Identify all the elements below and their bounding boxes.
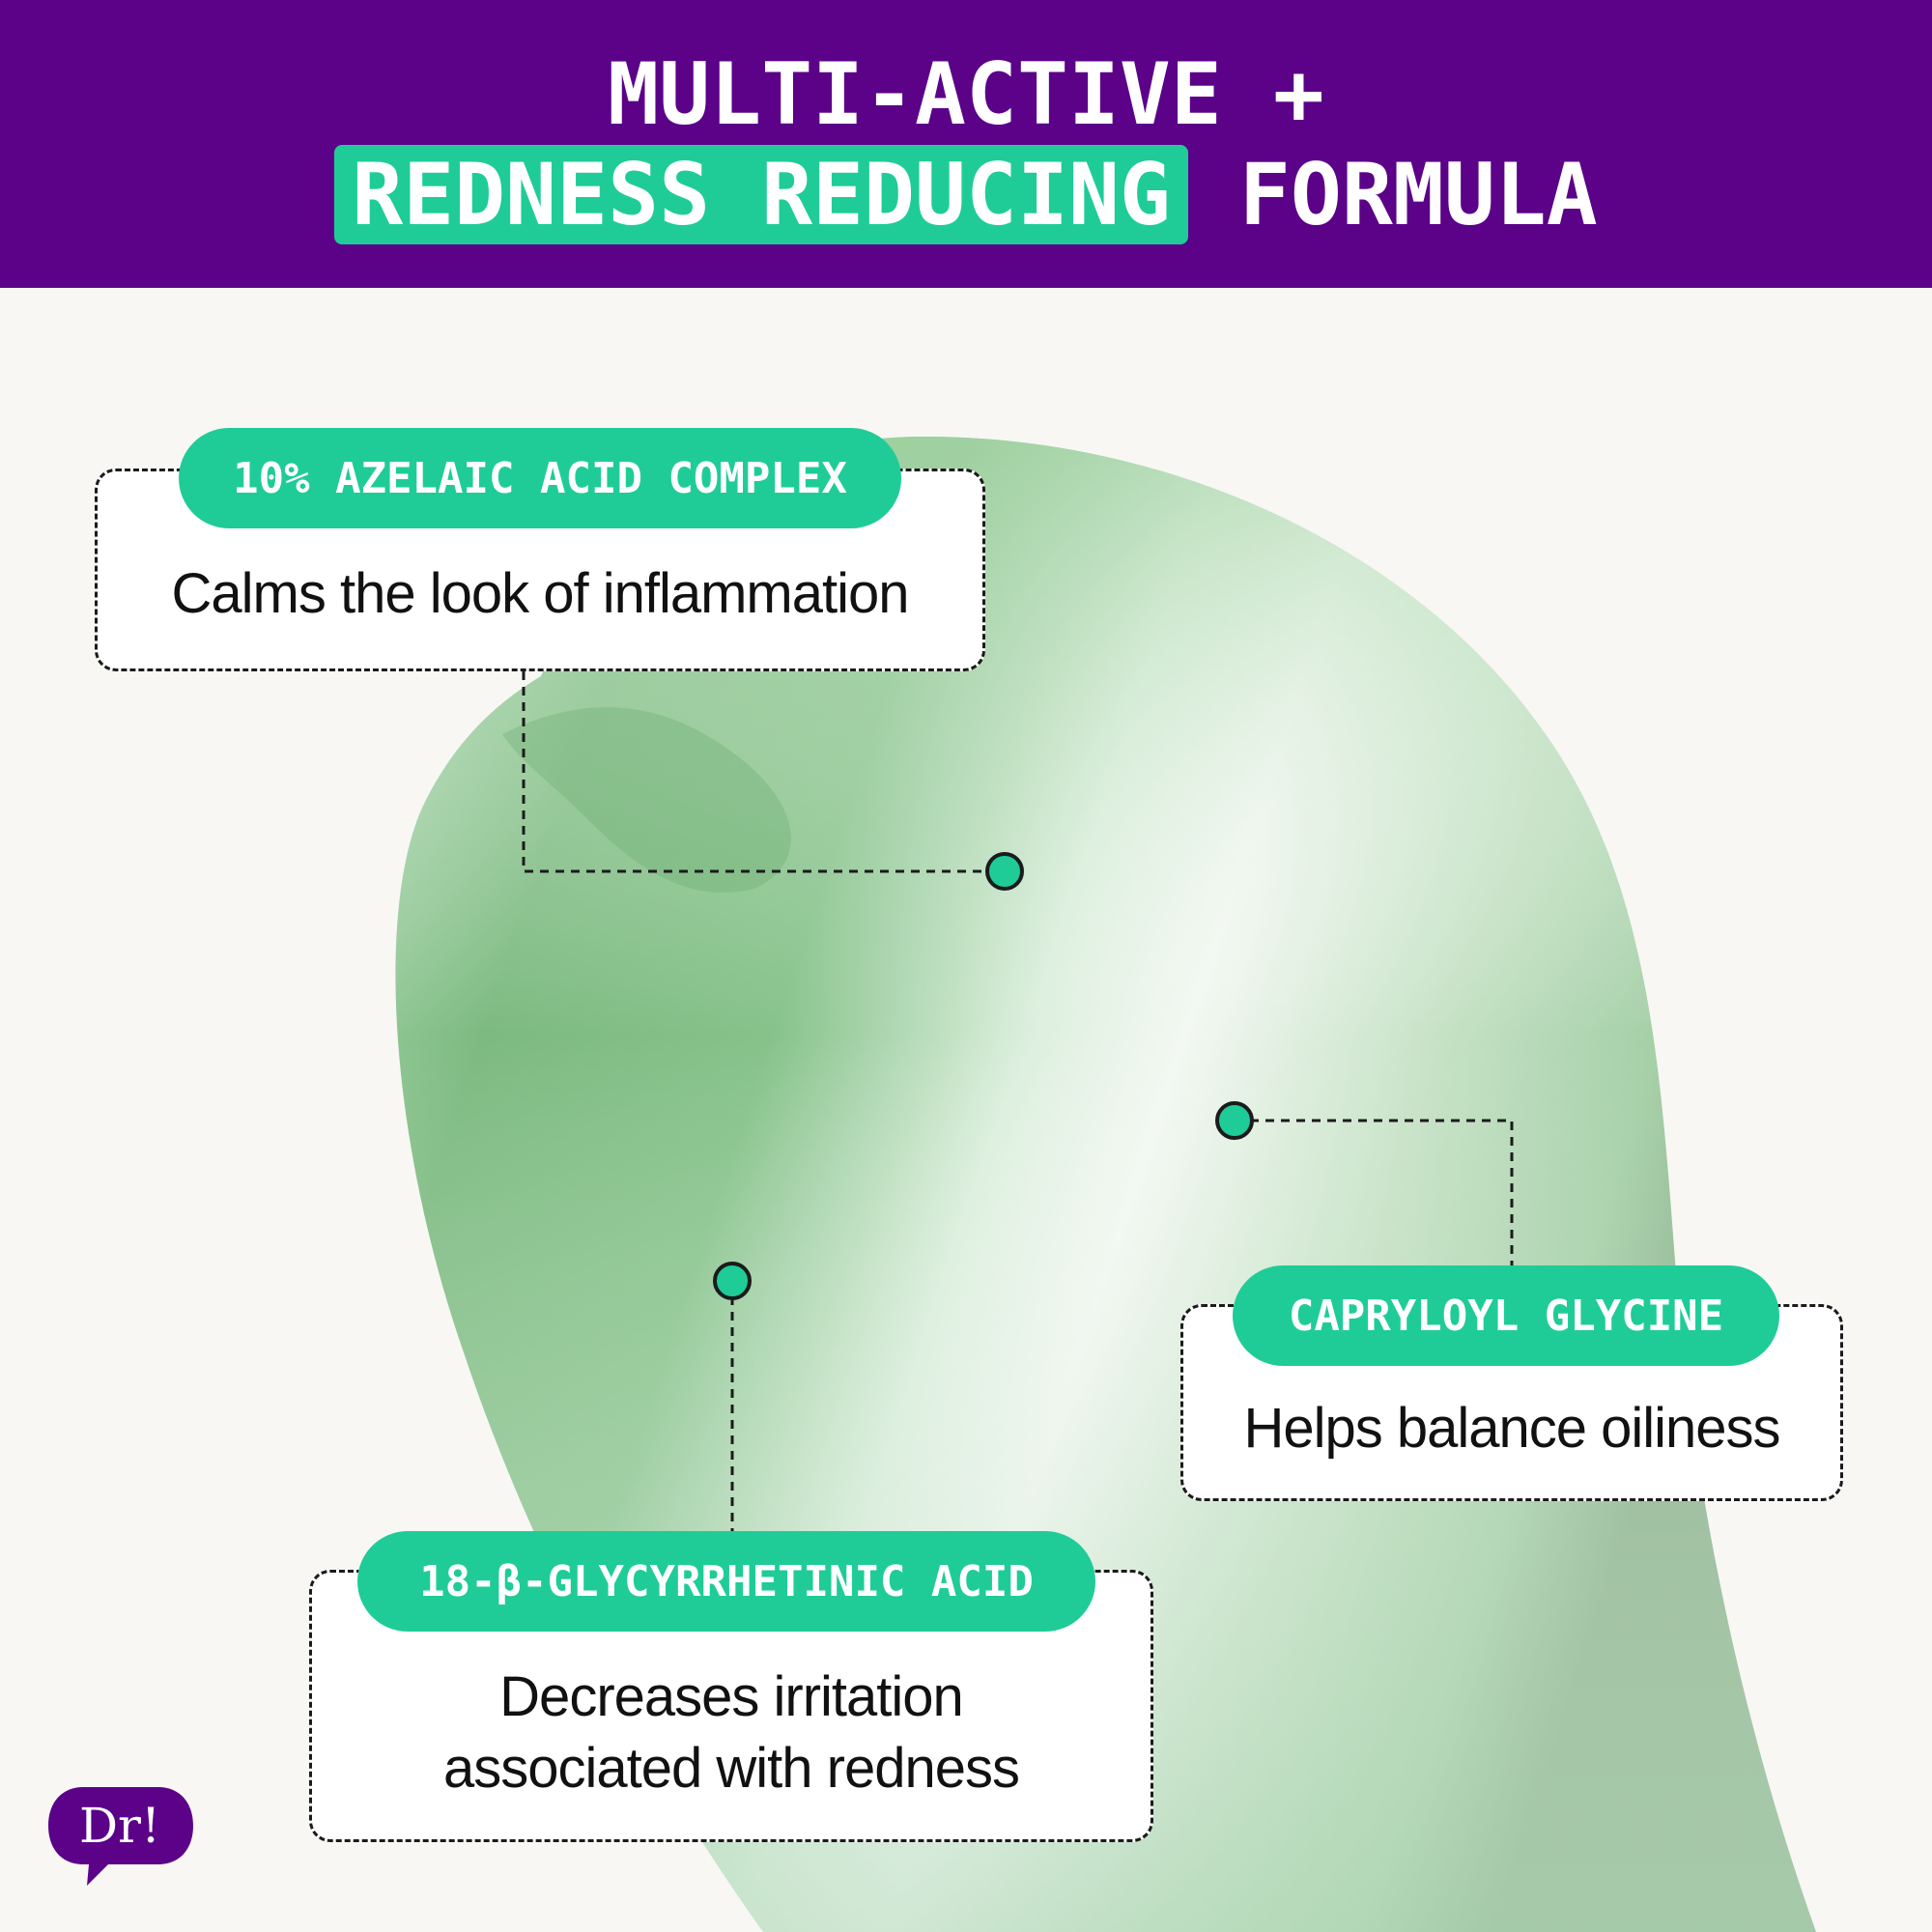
marker-dot-glycyrrhetinic (713, 1262, 752, 1300)
leader-line-azelaic (522, 671, 1005, 873)
marker-dot-capryloyl (1215, 1101, 1254, 1140)
benefit-text-capryloyl: Helps balance oiliness (1243, 1397, 1780, 1460)
ingredient-pill-azelaic: 10% AZELAIC ACID COMPLEX (179, 428, 901, 528)
brand-logo-icon (48, 1787, 193, 1886)
ingredient-pill-capryloyl: CAPRYLOYL GLYCINE (1233, 1265, 1779, 1366)
headline-line-1: MULTI-ACTIVE + (608, 44, 1324, 144)
headline-highlight: REDNESS REDUCING (334, 145, 1188, 244)
headline-rest: FORMULA (1238, 145, 1598, 244)
leader-line-capryloyl (1235, 1119, 1514, 1265)
benefit-text-glycyrrhetinic-line-1: Decreases irritation (499, 1665, 964, 1728)
headline-line-2: REDNESS REDUCING FORMULA (0, 145, 1932, 244)
header-banner: MULTI-ACTIVE + REDNESS REDUCING FORMULA (0, 0, 1932, 288)
benefit-text-azelaic: Calms the look of inflammation (171, 562, 910, 625)
benefit-text-glycyrrhetinic-line-2: associated with redness (443, 1737, 1020, 1800)
ingredient-pill-glycyrrhetinic: 18-β-GLYCYRRHETINIC ACID (357, 1531, 1095, 1632)
marker-dot-azelaic (985, 852, 1024, 891)
brand-logo-text: Dr! (78, 1798, 161, 1854)
